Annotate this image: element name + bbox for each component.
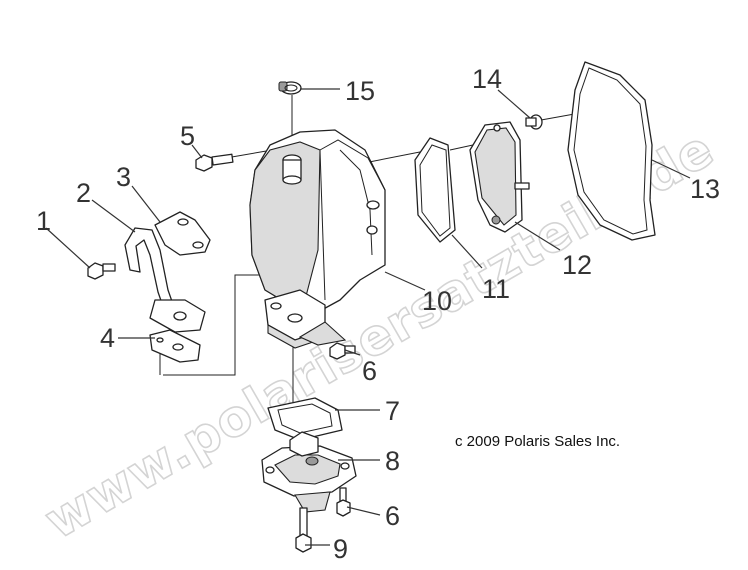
callout-11: 11	[482, 274, 510, 304]
copyright-notice: c 2009 Polaris Sales Inc.	[455, 433, 620, 450]
callout-12: 12	[562, 250, 592, 280]
part-3-bracket	[154, 211, 211, 256]
callout-2: 2	[76, 178, 91, 208]
part-7-gasket	[267, 397, 343, 441]
part-9-bolt	[295, 507, 312, 553]
callout-5: 5	[180, 121, 195, 151]
callout-9: 9	[333, 534, 348, 564]
part-15-clamp	[278, 81, 302, 95]
part-6-bolt-lower	[336, 487, 351, 517]
part-5-bolt	[195, 153, 234, 172]
part-2-breather-tube	[124, 227, 206, 333]
callout-8: 8	[385, 446, 400, 476]
callout-10: 10	[422, 286, 452, 316]
leader-lines	[45, 88, 691, 546]
callout-6-upper: 6	[362, 356, 377, 386]
callout-15: 15	[345, 76, 375, 106]
part-8-housing	[261, 431, 357, 513]
callout-3: 3	[116, 162, 131, 192]
part-10-valve-cover	[249, 129, 386, 349]
part-1-bolt	[87, 262, 116, 280]
callout-14: 14	[472, 64, 502, 94]
callout-1: 1	[36, 206, 51, 236]
callout-7: 7	[385, 396, 400, 426]
part-13-seal-ring	[567, 61, 656, 241]
part-4-gasket	[149, 329, 201, 363]
part-12-plate	[469, 121, 530, 233]
callout-4: 4	[100, 323, 115, 353]
part-11-gasket	[414, 137, 456, 243]
part-14-screw	[525, 114, 543, 130]
part-6-bolt-upper	[329, 342, 356, 360]
callout-13: 13	[690, 174, 720, 204]
callout-6-lower: 6	[385, 501, 400, 531]
